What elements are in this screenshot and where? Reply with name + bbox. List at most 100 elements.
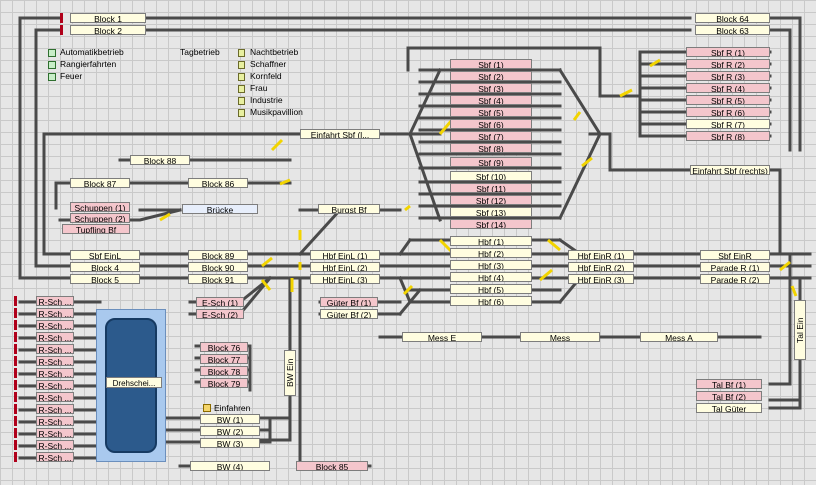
block-86[interactable]: Block 86 <box>188 178 248 188</box>
block-bw-3[interactable]: BW (3) <box>200 438 260 448</box>
block-sbf-6[interactable]: Sbf (6) <box>450 119 532 129</box>
block-hbf-einr-1[interactable]: Hbf EinR (1) <box>568 250 634 260</box>
block-bruecke[interactable]: Brücke <box>182 204 258 214</box>
block-89[interactable]: Block 89 <box>188 250 248 260</box>
block-2[interactable]: Block 2 <box>70 25 146 35</box>
block-tupfling-bf[interactable]: Tupfling Bf <box>62 224 130 234</box>
block-sbf-12[interactable]: Sbf (12) <box>450 195 532 205</box>
block-tal-ein[interactable]: Tal Ein <box>794 300 806 360</box>
block-sbf-r-1[interactable]: Sbf R (1) <box>686 47 770 57</box>
block-sbf-r-8[interactable]: Sbf R (8) <box>686 131 770 141</box>
block-esch-2[interactable]: E-Sch (2) <box>196 309 244 319</box>
block-esch-1[interactable]: E-Sch (1) <box>196 297 244 307</box>
block-85[interactable]: Block 85 <box>296 461 368 471</box>
signal-red[interactable] <box>60 13 63 23</box>
block-tal-gueter[interactable]: Tal Güter <box>696 403 762 413</box>
block-parade-r-2[interactable]: Parade R (2) <box>700 274 770 284</box>
signal-red[interactable] <box>14 296 17 306</box>
block-einfahrt-sbf[interactable]: Einfahrt Sbf (l... <box>300 129 380 139</box>
block-sbf-5[interactable]: Sbf (5) <box>450 107 532 117</box>
block-79[interactable]: Block 79 <box>200 378 248 388</box>
block-r-sch[interactable]: R-Sch ... <box>36 428 74 438</box>
block-schuppen-1[interactable]: Schuppen (1) <box>70 202 130 212</box>
block-sbf-r-3[interactable]: Sbf R (3) <box>686 71 770 81</box>
signal-red[interactable] <box>14 452 17 462</box>
light-icon[interactable] <box>238 49 245 57</box>
automatikbetrieb-checkbox[interactable] <box>48 49 56 57</box>
block-sbf-13[interactable]: Sbf (13) <box>450 207 532 217</box>
block-bw-2[interactable]: BW (2) <box>200 426 260 436</box>
block-hbf-einl-3[interactable]: Hbf EinL (3) <box>310 274 380 284</box>
signal-red[interactable] <box>14 416 17 426</box>
light-icon[interactable] <box>238 61 245 69</box>
light-icon[interactable] <box>238 97 245 105</box>
block-r-sch[interactable]: R-Sch ... <box>36 308 74 318</box>
block-64[interactable]: Block 64 <box>695 13 770 23</box>
rangierfahrten-checkbox[interactable] <box>48 61 56 69</box>
block-schuppen-2[interactable]: Schuppen (2) <box>70 213 130 223</box>
block-hbf-2[interactable]: Hbf (2) <box>450 248 532 258</box>
block-r-sch[interactable]: R-Sch ... <box>36 332 74 342</box>
signal-red[interactable] <box>14 320 17 330</box>
signal-red[interactable] <box>14 392 17 402</box>
block-parade-r-1[interactable]: Parade R (1) <box>700 262 770 272</box>
block-r-sch[interactable]: R-Sch ... <box>36 392 74 402</box>
block-hbf-5[interactable]: Hbf (5) <box>450 284 532 294</box>
block-sbf-10[interactable]: Sbf (10) <box>450 171 532 181</box>
block-mess-a[interactable]: Mess A <box>640 332 718 342</box>
block-burgst-bf[interactable]: Burgst Bf <box>318 204 380 214</box>
signal-red[interactable] <box>14 380 17 390</box>
block-bw-4[interactable]: BW (4) <box>190 461 270 471</box>
block-hbf-einl-1[interactable]: Hbf EinL (1) <box>310 250 380 260</box>
block-gueter-bf-2[interactable]: Güter Bf (2) <box>320 309 378 319</box>
block-76[interactable]: Block 76 <box>200 342 248 352</box>
block-r-sch[interactable]: R-Sch ... <box>36 356 74 366</box>
feuer-checkbox[interactable] <box>48 73 56 81</box>
block-tal-bf-1[interactable]: Tal Bf (1) <box>696 379 762 389</box>
block-1[interactable]: Block 1 <box>70 13 146 23</box>
light-icon[interactable] <box>238 85 245 93</box>
block-91[interactable]: Block 91 <box>188 274 248 284</box>
block-r-sch[interactable]: R-Sch ... <box>36 296 74 306</box>
block-r-sch[interactable]: R-Sch ... <box>36 344 74 354</box>
block-sbf-einr[interactable]: Sbf EinR <box>700 250 770 260</box>
block-sbf-r-5[interactable]: Sbf R (5) <box>686 95 770 105</box>
block-hbf-einr-3[interactable]: Hbf EinR (3) <box>568 274 634 284</box>
block-sbf-1[interactable]: Sbf (1) <box>450 59 532 69</box>
block-77[interactable]: Block 77 <box>200 354 248 364</box>
block-gueter-bf-1[interactable]: Güter Bf (1) <box>320 297 378 307</box>
light-icon[interactable] <box>238 109 245 117</box>
block-sbf-7[interactable]: Sbf (7) <box>450 131 532 141</box>
block-r-sch[interactable]: R-Sch ... <box>36 320 74 330</box>
block-r-sch[interactable]: R-Sch ... <box>36 440 74 450</box>
block-63[interactable]: Block 63 <box>695 25 770 35</box>
block-sbf-11[interactable]: Sbf (11) <box>450 183 532 193</box>
signal-red[interactable] <box>14 356 17 366</box>
signal-red[interactable] <box>14 308 17 318</box>
block-r-sch[interactable]: R-Sch ... <box>36 404 74 414</box>
light-icon[interactable] <box>238 73 245 81</box>
block-78[interactable]: Block 78 <box>200 366 248 376</box>
signal-red[interactable] <box>14 404 17 414</box>
block-hbf-1[interactable]: Hbf (1) <box>450 236 532 246</box>
block-hbf-3[interactable]: Hbf (3) <box>450 260 532 270</box>
block-mess-e[interactable]: Mess E <box>402 332 482 342</box>
block-sbf-r-2[interactable]: Sbf R (2) <box>686 59 770 69</box>
block-bw-1[interactable]: BW (1) <box>200 414 260 424</box>
einfahren-checkbox[interactable] <box>203 404 211 412</box>
block-tal-bf-2[interactable]: Tal Bf (2) <box>696 391 762 401</box>
block-mess[interactable]: Mess <box>520 332 600 342</box>
block-sbf-4[interactable]: Sbf (4) <box>450 95 532 105</box>
block-einfahrt-sbf-rechts[interactable]: Einfahrt Sbf (rechts) <box>690 165 770 175</box>
block-87[interactable]: Block 87 <box>70 178 130 188</box>
block-r-sch[interactable]: R-Sch ... <box>36 452 74 462</box>
block-hbf-einl-2[interactable]: Hbf EinL (2) <box>310 262 380 272</box>
block-sbf-r-7[interactable]: Sbf R (7) <box>686 119 770 129</box>
block-sbf-2[interactable]: Sbf (2) <box>450 71 532 81</box>
block-sbf-9[interactable]: Sbf (9) <box>450 157 532 167</box>
block-sbf-r-6[interactable]: Sbf R (6) <box>686 107 770 117</box>
signal-red[interactable] <box>14 428 17 438</box>
signal-red[interactable] <box>14 344 17 354</box>
block-4[interactable]: Block 4 <box>70 262 140 272</box>
signal-red[interactable] <box>14 368 17 378</box>
